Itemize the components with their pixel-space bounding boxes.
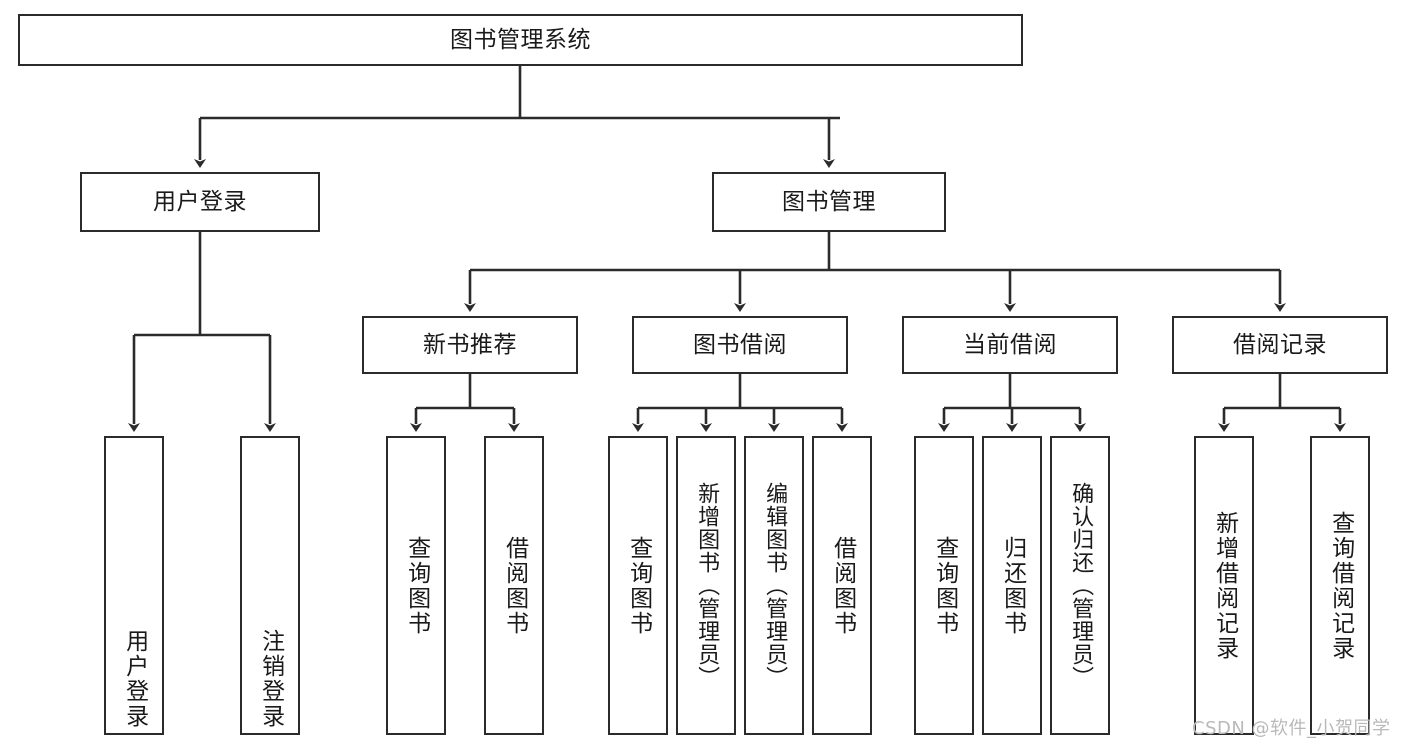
node-leaf-query-book-borrow[interactable]: 查询图书 (608, 436, 668, 735)
node-leaf-borrow-book-newbooks[interactable]: 借阅图书 (484, 436, 544, 735)
csdn-watermark: CSDN @软件_小贺同学 (1192, 718, 1391, 739)
node-leaf-label: 借阅图书 (501, 535, 528, 636)
node-leaf-label: 确认归还（管理员） (1068, 482, 1094, 689)
node-leaf-label: 借阅图书 (829, 535, 856, 636)
node-leaf-borrow-book[interactable]: 借阅图书 (812, 436, 872, 735)
node-leaf-query-book-newbooks[interactable]: 查询图书 (386, 436, 446, 735)
node-leaf-label: 新增借阅记录 (1211, 510, 1238, 661)
node-leaf-add-book-admin[interactable]: 新增图书（管理员） (676, 436, 736, 735)
node-root-system[interactable]: 图书管理系统 (18, 14, 1023, 66)
node-book-management-label: 图书管理 (782, 188, 876, 215)
node-book-management[interactable]: 图书管理 (712, 172, 946, 232)
node-leaf-query-book-current[interactable]: 查询图书 (914, 436, 974, 735)
node-leaf-add-borrow-record[interactable]: 新增借阅记录 (1194, 436, 1254, 735)
node-leaf-logout[interactable]: 注销登录 (240, 436, 300, 735)
node-leaf-label: 注销登录 (257, 629, 284, 729)
node-leaf-user-login[interactable]: 用户登录 (104, 436, 164, 735)
node-borrow-records[interactable]: 借阅记录 (1172, 316, 1388, 374)
node-leaf-label: 查询借阅记录 (1327, 510, 1354, 661)
node-leaf-return-book[interactable]: 归还图书 (982, 436, 1042, 735)
node-leaf-query-borrow-record[interactable]: 查询借阅记录 (1310, 436, 1370, 735)
node-current-borrow[interactable]: 当前借阅 (902, 316, 1118, 374)
node-user-login[interactable]: 用户登录 (80, 172, 320, 232)
node-new-book-recommend[interactable]: 新书推荐 (362, 316, 578, 374)
node-leaf-label: 用户登录 (121, 629, 148, 729)
node-new-book-recommend-label: 新书推荐 (423, 331, 517, 358)
node-borrow-records-label: 借阅记录 (1233, 331, 1327, 358)
node-leaf-label: 归还图书 (999, 535, 1026, 636)
node-user-login-label: 用户登录 (153, 188, 247, 215)
node-current-borrow-label: 当前借阅 (963, 331, 1057, 358)
node-leaf-label: 新增图书（管理员） (694, 482, 720, 689)
node-leaf-label: 编辑图书（管理员） (762, 482, 788, 689)
node-leaf-label: 查询图书 (625, 535, 652, 636)
node-book-borrow-label: 图书借阅 (693, 331, 787, 358)
node-leaf-label: 查询图书 (403, 535, 430, 636)
node-book-borrow[interactable]: 图书借阅 (632, 316, 848, 374)
node-leaf-label: 查询图书 (931, 535, 958, 636)
node-leaf-edit-book-admin[interactable]: 编辑图书（管理员） (744, 436, 804, 735)
node-root-label: 图书管理系统 (450, 26, 591, 53)
node-leaf-confirm-return-admin[interactable]: 确认归还（管理员） (1050, 436, 1110, 735)
